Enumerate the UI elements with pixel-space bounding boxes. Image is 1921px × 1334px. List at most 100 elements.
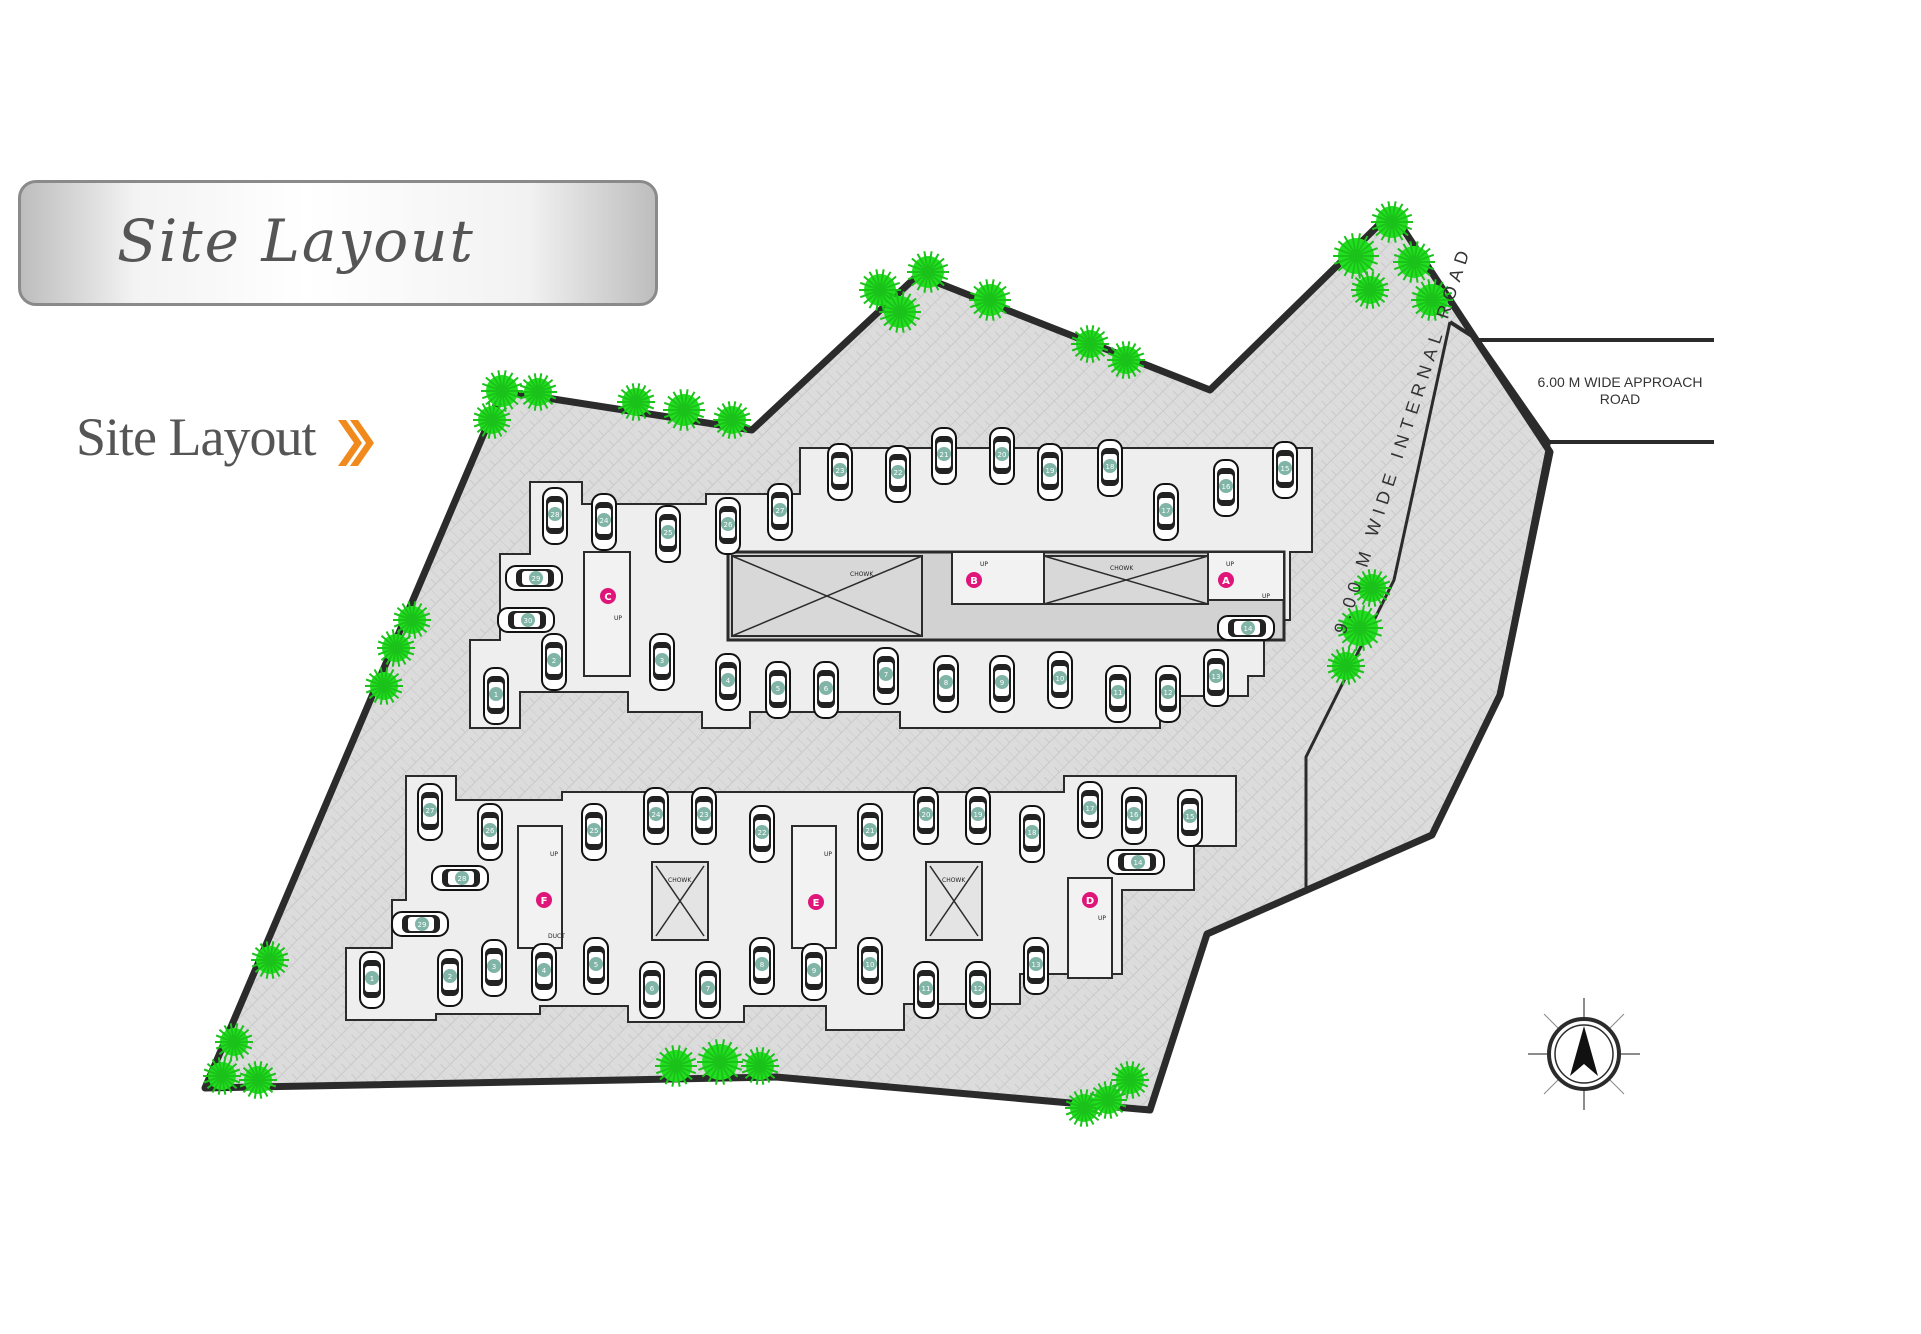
block-marker-a: A: [1218, 572, 1234, 588]
slot-number-badge: [721, 673, 735, 687]
compass-north-icon: [1528, 998, 1640, 1110]
parking-slot: 15: [1272, 441, 1298, 499]
block-letter: A: [1222, 576, 1230, 587]
parking-slot: 30: [497, 607, 555, 633]
slot-number-badge: [1161, 685, 1175, 699]
parking-slot: 12: [965, 961, 991, 1019]
slot-number: 13: [1032, 961, 1041, 969]
slot-number-badge: [1131, 855, 1145, 869]
slot-number-badge: [443, 969, 457, 983]
slot-number: 5: [594, 961, 598, 969]
slot-number-badge: [1083, 801, 1097, 815]
slot-number: 12: [1164, 689, 1173, 697]
block-letter: C: [604, 592, 611, 603]
slot-number: 17: [1086, 805, 1095, 813]
parking-slot: 2: [437, 949, 463, 1007]
parking-slot: 16: [1213, 459, 1239, 517]
slot-number-badge: [919, 981, 933, 995]
title-banner: Site Layout: [18, 180, 658, 306]
tree-icon: [1089, 1081, 1127, 1119]
tree-icon: [697, 1039, 743, 1085]
parking-slot: 7: [873, 647, 899, 705]
slot-number-badge: [1043, 463, 1057, 477]
slot-number-badge: [721, 517, 735, 531]
parking-slot: 29: [505, 565, 563, 591]
parking-slot: 1: [483, 667, 509, 725]
slot-number: 2: [552, 657, 556, 665]
parking-slot: 19: [965, 787, 991, 845]
parking-slot: 14: [1217, 615, 1275, 641]
internal-road-edge: [1448, 320, 1480, 342]
slot-number: 12: [974, 985, 983, 993]
slot-number-badge: [529, 571, 543, 585]
slot-number: 28: [551, 511, 560, 519]
parking-slot: 12: [1155, 665, 1181, 723]
parking-slot: 3: [649, 633, 675, 691]
parking-slot: 14: [1107, 849, 1165, 875]
slot-number: 6: [824, 685, 829, 693]
slot-number: 16: [1222, 483, 1231, 491]
slot-number: 11: [1114, 689, 1123, 697]
slot-number-badge: [1025, 825, 1039, 839]
slot-number: 9: [812, 967, 816, 975]
slot-number-badge: [483, 823, 497, 837]
slot-number: 19: [974, 811, 983, 819]
slot-number-badge: [587, 823, 601, 837]
parking-slot: 10: [857, 937, 883, 995]
parking-slot: 22: [749, 805, 775, 863]
slot-number-badge: [1029, 957, 1043, 971]
slot-number: 24: [652, 811, 661, 819]
slot-number-badge: [661, 525, 675, 539]
slot-number: 21: [940, 451, 949, 459]
parking-slot: 11: [1105, 665, 1131, 723]
tree-icon: [1353, 569, 1391, 607]
tree-icon: [617, 383, 655, 421]
slot-number-badge: [1127, 807, 1141, 821]
parking-slot: 28: [431, 865, 489, 891]
slot-number-badge: [487, 959, 501, 973]
slot-number: 29: [532, 575, 541, 583]
up-label: UP: [824, 851, 832, 858]
slot-number-badge: [1209, 669, 1223, 683]
parking-slot: 22: [885, 445, 911, 503]
parking-slot: 20: [989, 427, 1015, 485]
slot-number: 10: [866, 961, 875, 969]
slot-number: 5: [776, 685, 780, 693]
slot-number: 21: [866, 827, 875, 835]
slot-number-badge: [833, 463, 847, 477]
up-label: UP: [614, 615, 622, 622]
parking-slot: 19: [1037, 443, 1063, 501]
slot-number-badge: [971, 807, 985, 821]
tree-icon: [1371, 201, 1413, 243]
internal-road-edge-east: [1305, 338, 1552, 892]
slot-number: 3: [660, 657, 664, 665]
chowk-label: CHOWK: [668, 877, 692, 884]
approach-road-label-line2: ROAD: [1599, 391, 1641, 407]
parking-slot: 21: [857, 803, 883, 861]
block-letter: D: [1086, 896, 1094, 907]
slot-number-badge: [701, 981, 715, 995]
slot-number: 8: [944, 679, 948, 687]
parking-slot: 24: [591, 493, 617, 551]
slot-number-badge: [655, 653, 669, 667]
block-letter: F: [541, 896, 548, 907]
slot-number-badge: [489, 687, 503, 701]
parking-slot: 7: [695, 961, 721, 1019]
slot-number-badge: [697, 807, 711, 821]
slot-number: 17: [1162, 507, 1171, 515]
slot-number: 25: [590, 827, 599, 835]
tree-icon: [663, 389, 705, 431]
tree-icon: [365, 667, 403, 705]
slot-number: 15: [1186, 813, 1195, 821]
parking-slot: 4: [715, 653, 741, 711]
slot-number: 19: [1046, 467, 1055, 475]
tree-icon: [1337, 605, 1383, 651]
parking-slot: 26: [715, 497, 741, 555]
slot-number-badge: [1219, 479, 1233, 493]
parking-slot: 21: [931, 427, 957, 485]
slot-number: 22: [894, 469, 903, 477]
parking-slot: 17: [1077, 781, 1103, 839]
slot-number: 22: [758, 829, 767, 837]
block-marker-d: D: [1082, 892, 1098, 908]
slot-number: 20: [922, 811, 931, 819]
